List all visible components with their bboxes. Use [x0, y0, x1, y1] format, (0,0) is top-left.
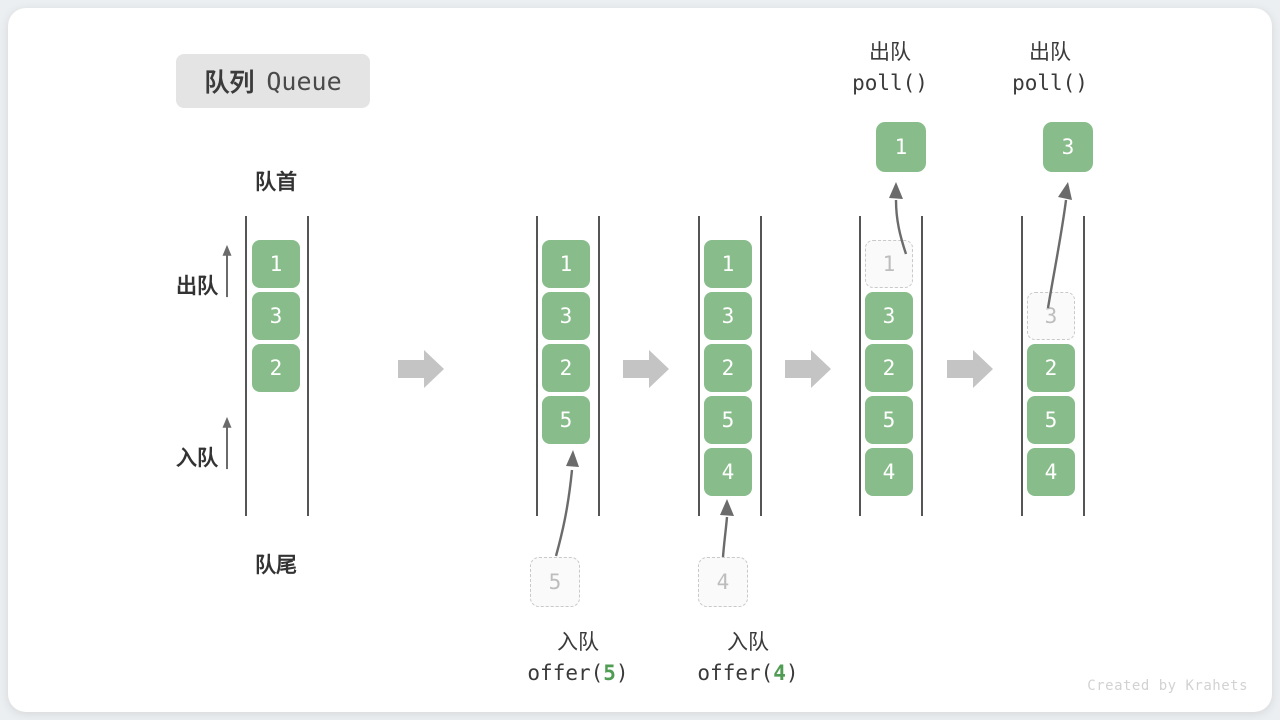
- queue-column-after-offer-4: 1 3 2 5 4: [704, 240, 752, 496]
- flow-arrow-icon: [398, 350, 444, 388]
- caption-cn: 出队: [869, 41, 911, 64]
- queue-cell: 3: [542, 292, 590, 340]
- queue-cell: 4: [865, 448, 913, 496]
- caption-cn: 出队: [1029, 41, 1071, 64]
- queue-cell: 5: [865, 396, 913, 444]
- caption-fn: offer(: [527, 661, 604, 686]
- pending-item-5: 5: [530, 557, 580, 607]
- popped-item-3: 3: [1043, 122, 1093, 172]
- dequeue-label: 出队: [176, 275, 218, 298]
- queue-cell: 1: [252, 240, 300, 288]
- queue-cell: 4: [1027, 448, 1075, 496]
- caption-arg: 5: [603, 661, 616, 686]
- queue-cell: 2: [1027, 344, 1075, 392]
- queue-cell: 5: [1027, 396, 1075, 444]
- dequeue-direction-arrow: [222, 244, 232, 298]
- caption-close: ): [785, 661, 799, 686]
- queue-column-after-poll-1: 1 3 2 5 4: [865, 240, 913, 496]
- caption-offer-5: 入队 offer(5): [478, 628, 678, 689]
- caption-poll-1: 出队 poll(): [800, 38, 980, 99]
- rail-left-col3: [698, 216, 700, 516]
- enqueue-label: 入队: [176, 447, 218, 470]
- enqueue-arrow-4: [720, 499, 734, 558]
- title-en: Queue: [266, 66, 342, 96]
- enqueue-arrow-5: [554, 450, 579, 557]
- queue-cell: 1: [542, 240, 590, 288]
- rail-right-col2: [598, 216, 600, 516]
- flow-arrow-icon: [623, 350, 669, 388]
- diagram-canvas: 队列 Queue 队首 队尾 出队 入队 1 3 2 1 3 2 5 5 入队: [8, 8, 1272, 712]
- queue-cell: 5: [542, 396, 590, 444]
- watermark: Created by Krahets: [1087, 678, 1248, 694]
- rail-right-col3: [760, 216, 762, 516]
- queue-cell: 2: [865, 344, 913, 392]
- rail-left-col4: [859, 216, 861, 516]
- queue-cell: 2: [542, 344, 590, 392]
- caption-cn: 入队: [727, 631, 769, 654]
- caption-code: poll(): [1012, 71, 1088, 96]
- queue-column-initial: 1 3 2: [252, 240, 300, 392]
- queue-cell: 1: [704, 240, 752, 288]
- rail-right-col1: [307, 216, 309, 516]
- caption-cn: 入队: [557, 631, 599, 654]
- flow-arrow-icon: [785, 350, 831, 388]
- poll-arrow-1: [889, 182, 908, 255]
- queue-head-label: 队首: [255, 171, 297, 194]
- queue-cell: 5: [704, 396, 752, 444]
- queue-cell: 2: [704, 344, 752, 392]
- queue-cell: 2: [252, 344, 300, 392]
- rail-left-col5: [1021, 216, 1023, 516]
- caption-code: offer(4): [648, 658, 848, 688]
- title-cn: 队列: [204, 69, 255, 97]
- flow-arrow-icon: [947, 350, 993, 388]
- caption-close: ): [615, 661, 629, 686]
- caption-fn: offer(: [697, 661, 774, 686]
- queue-cell: 4: [704, 448, 752, 496]
- queue-cell: 3: [252, 292, 300, 340]
- queue-cell: 3: [865, 292, 913, 340]
- rail-right-col5: [1083, 216, 1085, 516]
- caption-offer-4: 入队 offer(4): [648, 628, 848, 689]
- rail-right-col4: [921, 216, 923, 516]
- caption-arg: 4: [773, 661, 786, 686]
- rail-left-col2: [536, 216, 538, 516]
- queue-cell: 3: [704, 292, 752, 340]
- rail-left-col1: [245, 216, 247, 516]
- caption-code: poll(): [852, 71, 928, 96]
- enqueue-direction-arrow: [222, 416, 232, 470]
- queue-tail-label: 队尾: [255, 554, 297, 577]
- caption-code: offer(5): [478, 658, 678, 688]
- pending-item-4: 4: [698, 557, 748, 607]
- caption-poll-2: 出队 poll(): [960, 38, 1140, 99]
- popped-item-1: 1: [876, 122, 926, 172]
- queue-column-after-offer-5: 1 3 2 5: [542, 240, 590, 444]
- poll-arrow-3: [1046, 182, 1072, 309]
- title-badge: 队列 Queue: [176, 54, 370, 108]
- queue-column-after-poll-3: 3 2 5 4: [1027, 292, 1075, 496]
